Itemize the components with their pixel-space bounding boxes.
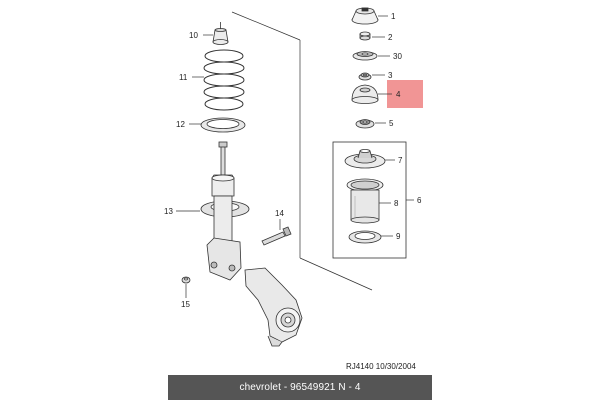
label-part-15: 15 bbox=[181, 300, 190, 309]
part-15-nut bbox=[181, 276, 191, 284]
label-part-12: 12 bbox=[176, 120, 185, 129]
label-part-30: 30 bbox=[393, 52, 402, 61]
steering-knuckle bbox=[244, 267, 303, 347]
strut-body bbox=[200, 141, 250, 281]
part-2-nut bbox=[359, 31, 371, 41]
label-part-13: 13 bbox=[164, 207, 173, 216]
part-3-bushing bbox=[358, 72, 372, 81]
footer-bar: chevrolet - 96549921 N - 4 bbox=[168, 375, 432, 400]
label-part-10: 10 bbox=[189, 31, 198, 40]
label-part-8: 8 bbox=[394, 199, 399, 208]
label-part-1: 1 bbox=[391, 12, 396, 21]
part-10-bump-stop bbox=[212, 22, 229, 45]
part-30-washer bbox=[352, 51, 378, 61]
footer-text: chevrolet - 96549921 N - 4 bbox=[239, 382, 361, 393]
part-9-lower-seat bbox=[348, 230, 382, 244]
part-7-spring-seat bbox=[344, 149, 386, 169]
label-part-4[interactable]: 4 bbox=[396, 90, 401, 99]
part-12-isolator bbox=[200, 117, 246, 133]
label-part-11: 11 bbox=[179, 73, 188, 82]
label-part-7: 7 bbox=[398, 156, 403, 165]
label-part-14: 14 bbox=[275, 209, 284, 218]
label-part-5: 5 bbox=[389, 119, 394, 128]
label-part-2: 2 bbox=[388, 33, 393, 42]
part-4-highlight bbox=[387, 80, 423, 108]
part-1-cap bbox=[351, 7, 379, 25]
part-5-bearing bbox=[355, 119, 375, 129]
label-part-9: 9 bbox=[396, 232, 401, 241]
label-part-3: 3 bbox=[388, 71, 393, 80]
part-4-strut-mount[interactable] bbox=[351, 84, 379, 104]
part-14-bolt bbox=[261, 226, 292, 246]
part-8-dust-boot bbox=[346, 178, 384, 224]
reference-code: RJ4140 10/30/2004 bbox=[346, 362, 416, 371]
part-11-coil-spring bbox=[203, 49, 245, 111]
label-part-6: 6 bbox=[417, 196, 422, 205]
